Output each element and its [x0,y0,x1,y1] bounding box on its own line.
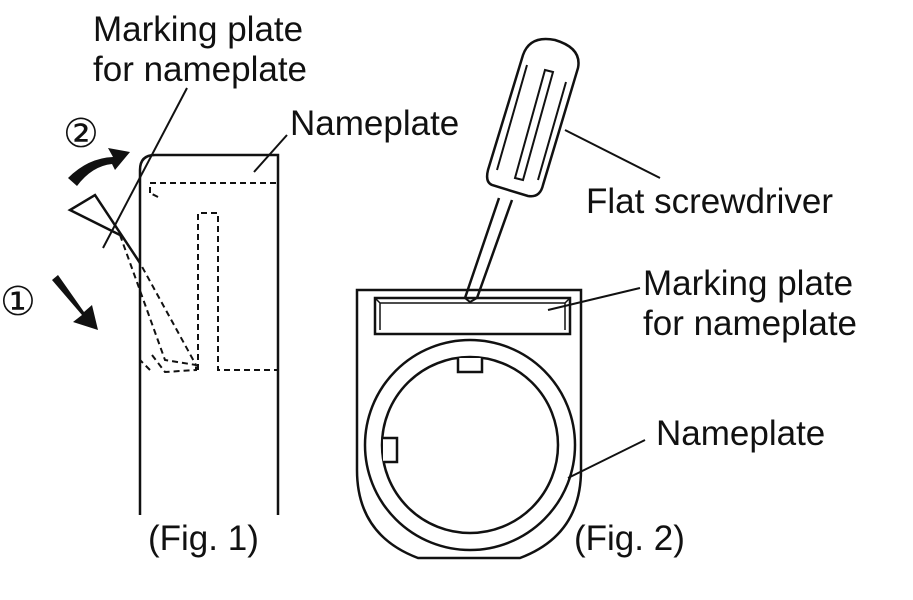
fig2-marking-plate [373,296,572,336]
fig2-screwdriver-label: Flat screwdriver [586,182,833,221]
fig1-marking-plate-label-line1: Marking plate [93,10,303,49]
screwdriver-tip [464,297,478,304]
fig2-nameplate-label: Nameplate [656,414,825,453]
fig2-leader-marking-plate [547,287,641,311]
screwdriver-handle [485,37,580,198]
screwdriver-shaft [463,197,514,299]
fig1-caption: (Fig. 1) [148,519,259,558]
fig2-outer-ring [363,338,577,552]
screwdriver-grip-slot-1 [513,68,555,182]
fig2-marking-plate-edge [374,297,571,330]
fig1-hidden-groove [139,182,278,371]
fig1-marking-plate [67,193,142,264]
fig1-arrow-2 [68,148,130,186]
fig2-group: Flat screwdriver Marking plate for namep… [355,37,857,560]
fig1-nameplate-body [138,153,280,515]
fig1-step1-marker: ① [0,279,36,325]
fig1-marking-plate-hidden [119,234,198,374]
fig1-marking-plate-label-line2: for nameplate [93,50,307,89]
fig1-leader-nameplate [253,134,288,173]
fig2-leader-screwdriver [564,129,661,179]
fig1-arrow-1 [52,275,98,330]
fig2-caption: (Fig. 2) [574,519,685,558]
fig2-left-key [383,436,399,464]
fig1-step2-marker: ② [63,111,99,157]
fig2-marking-plate-label-line1: Marking plate [643,264,853,303]
fig2-flat-screwdriver [463,37,580,304]
fig1-group: Marking plate for nameplate Nameplate ② … [0,10,459,558]
screwdriver-grip-slot-2 [496,64,567,181]
fig2-marking-plate-label-line2: for nameplate [643,304,857,343]
fig2-top-key [456,358,484,374]
fig2-leader-nameplate [567,439,646,479]
fig1-leader-marking-plate [102,87,188,249]
fig2-mounting-hole [380,355,560,535]
fig1-nameplate-label: Nameplate [290,104,459,143]
